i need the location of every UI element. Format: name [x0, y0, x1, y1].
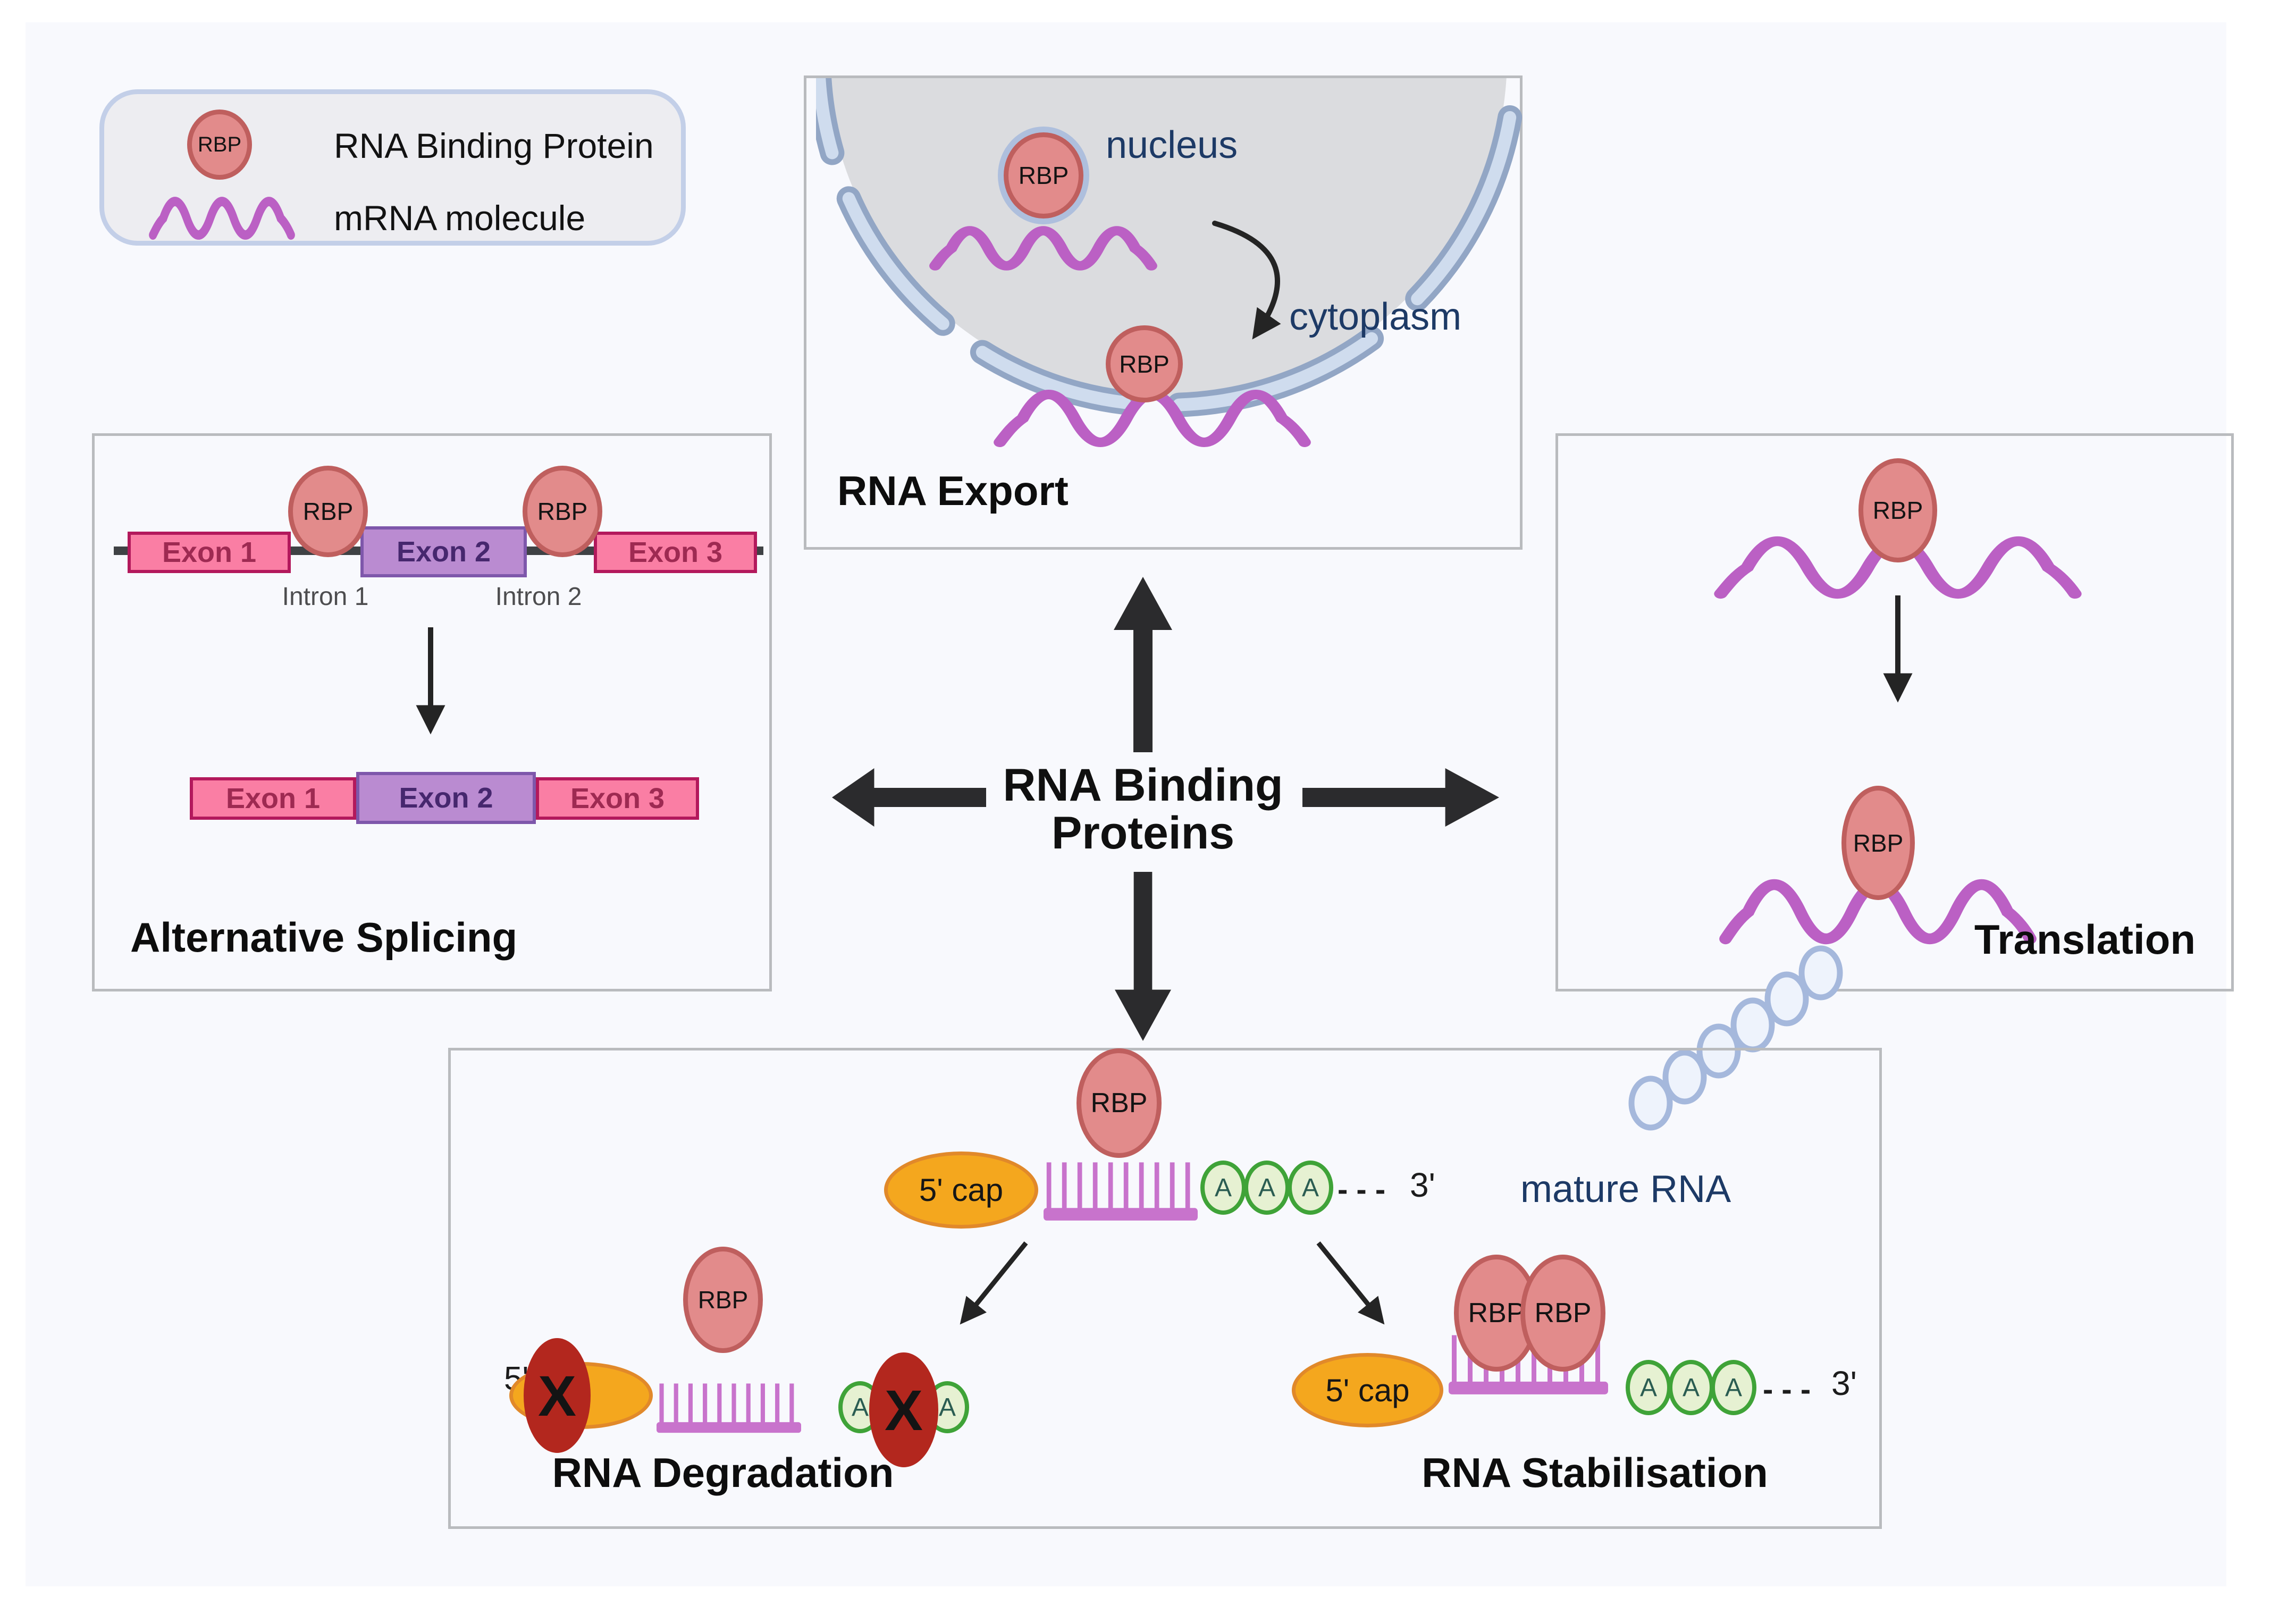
degraded-rna-comb-icon	[657, 1383, 801, 1433]
splicing-down-arrow	[416, 627, 445, 735]
exon-label: Exon 2	[399, 782, 493, 814]
rbp-label: RBP	[197, 132, 242, 156]
exon-label: Exon 3	[628, 536, 723, 568]
rbp-label: RBP	[1534, 1298, 1592, 1329]
center-title-line1: RNA Binding	[1003, 760, 1283, 811]
poly-a-icon: A	[1244, 1161, 1290, 1215]
nuclear-mrna-squiggle-icon	[929, 226, 1157, 271]
center-title-line2: Proteins	[1051, 808, 1235, 859]
block-arrow-right	[1302, 768, 1499, 827]
degradation-branch-arrow	[960, 1241, 1028, 1325]
mrna-squiggle-icon	[149, 197, 295, 240]
cytoplasm-label: cytoplasm	[1289, 296, 1462, 338]
x-label: X	[537, 1363, 577, 1428]
legend-item-rbp: RNA Binding Protein	[334, 126, 654, 165]
five-prime-cap-icon: 5' cap	[884, 1151, 1038, 1229]
translation-down-arrow	[1883, 595, 1913, 703]
degradation-x-icon: X	[524, 1338, 591, 1453]
a-label: A	[938, 1393, 956, 1422]
dash-gap: - - -	[1338, 1172, 1386, 1207]
exon-1-box: Exon 1	[128, 532, 291, 573]
poly-a-icon: A	[1288, 1161, 1333, 1215]
splicing-rbp-icon-2: RBP	[523, 466, 602, 557]
a-label: A	[851, 1393, 869, 1422]
export-curved-arrow	[1212, 221, 1281, 340]
exon-label: Exon 3	[570, 783, 665, 814]
spliced-exon-2-box: Exon 2	[356, 772, 536, 824]
polypeptide-chain-icon	[1628, 945, 1843, 1131]
a-label: A	[1301, 1173, 1319, 1202]
legend-item-mrna: mRNA molecule	[334, 198, 586, 238]
block-arrow-up	[1114, 577, 1172, 752]
a-label: A	[1725, 1373, 1742, 1402]
a-label: A	[1682, 1373, 1700, 1402]
alternative-splicing-panel	[92, 433, 772, 991]
cytoplasmic-rbp-icon: RBP	[1106, 325, 1183, 402]
mature-rbp-icon: RBP	[1076, 1048, 1162, 1158]
center-title: RNA Binding Proteins	[973, 761, 1313, 858]
block-arrow-down	[1115, 872, 1171, 1041]
translation-rbp-icon-1: RBP	[1858, 458, 1937, 562]
a-label: A	[1639, 1373, 1657, 1402]
alternative-splicing-title: Alternative Splicing	[130, 914, 518, 961]
exon-label: Exon 2	[396, 536, 491, 568]
rna-stabilisation-title: RNA Stabilisation	[1422, 1449, 1768, 1496]
translation-title: Translation	[1974, 916, 2196, 963]
intron-1-label: Intron 1	[282, 583, 369, 611]
stabilisation-branch-arrow	[1316, 1241, 1385, 1325]
mature-rna-label: mature RNA	[1520, 1168, 1731, 1210]
rbp-label: RBP	[1872, 497, 1923, 524]
rbp-label: RBP	[697, 1286, 748, 1314]
stabilised-poly-a-icon: A	[1626, 1360, 1671, 1415]
rna-fate-panel	[448, 1048, 1882, 1529]
rna-degradation-title: RNA Degradation	[552, 1449, 894, 1496]
rbp-label: RBP	[537, 498, 588, 525]
stabilised-cap-icon: 5' cap	[1292, 1353, 1443, 1427]
rbp-label: RBP	[1853, 829, 1904, 857]
exon-3-box: Exon 3	[594, 532, 757, 573]
intron-2-label: Intron 2	[495, 583, 582, 611]
released-rbp-icon: RBP	[683, 1247, 763, 1353]
nucleus-icon	[816, 78, 1523, 417]
translation-panel	[1555, 433, 2234, 991]
nucleus-label: nucleus	[1106, 124, 1238, 166]
mature-rna-comb-icon	[1044, 1162, 1198, 1221]
stabilising-rbp-icon-2: RBP	[1520, 1255, 1605, 1372]
exon-label: Exon 1	[162, 536, 257, 568]
dash-gap: - - -	[1763, 1372, 1811, 1407]
exon-label: Exon 1	[225, 783, 321, 814]
cap-label: 5' cap	[919, 1172, 1004, 1208]
stabilised-poly-a-icon: A	[1668, 1360, 1714, 1415]
degradation-x-icon: X	[869, 1352, 938, 1467]
translation-rbp-icon-2: RBP	[1841, 786, 1915, 900]
three-prime-label: 3'	[1410, 1166, 1435, 1204]
stabilised-poly-a-icon: A	[1711, 1360, 1756, 1415]
rbp-label: RBP	[1090, 1088, 1148, 1119]
spliced-exon-3-box: Exon 3	[536, 777, 699, 820]
rna-export-title: RNA Export	[837, 467, 1069, 514]
spliced-exon-1-box: Exon 1	[190, 777, 356, 820]
a-label: A	[1214, 1173, 1232, 1202]
exon-2-box: Exon 2	[360, 526, 527, 577]
a-label: A	[1258, 1173, 1275, 1202]
legend-rbp-icon: RBP	[187, 110, 252, 180]
poly-a-icon: A	[1200, 1161, 1246, 1215]
rbp-label: RBP	[302, 498, 354, 525]
rna-export-panel	[804, 75, 1523, 550]
x-label: X	[884, 1377, 923, 1442]
rbp-label: RBP	[1468, 1298, 1525, 1329]
block-arrow-left	[832, 768, 986, 827]
cap-label: 5' cap	[1325, 1372, 1410, 1408]
rbp-label: RBP	[1018, 162, 1069, 189]
three-prime-label: 3'	[1831, 1364, 1857, 1402]
nuclear-rbp-icon: RBP	[1004, 132, 1083, 218]
rbp-label: RBP	[1119, 350, 1170, 378]
splicing-rbp-icon-1: RBP	[288, 466, 368, 557]
